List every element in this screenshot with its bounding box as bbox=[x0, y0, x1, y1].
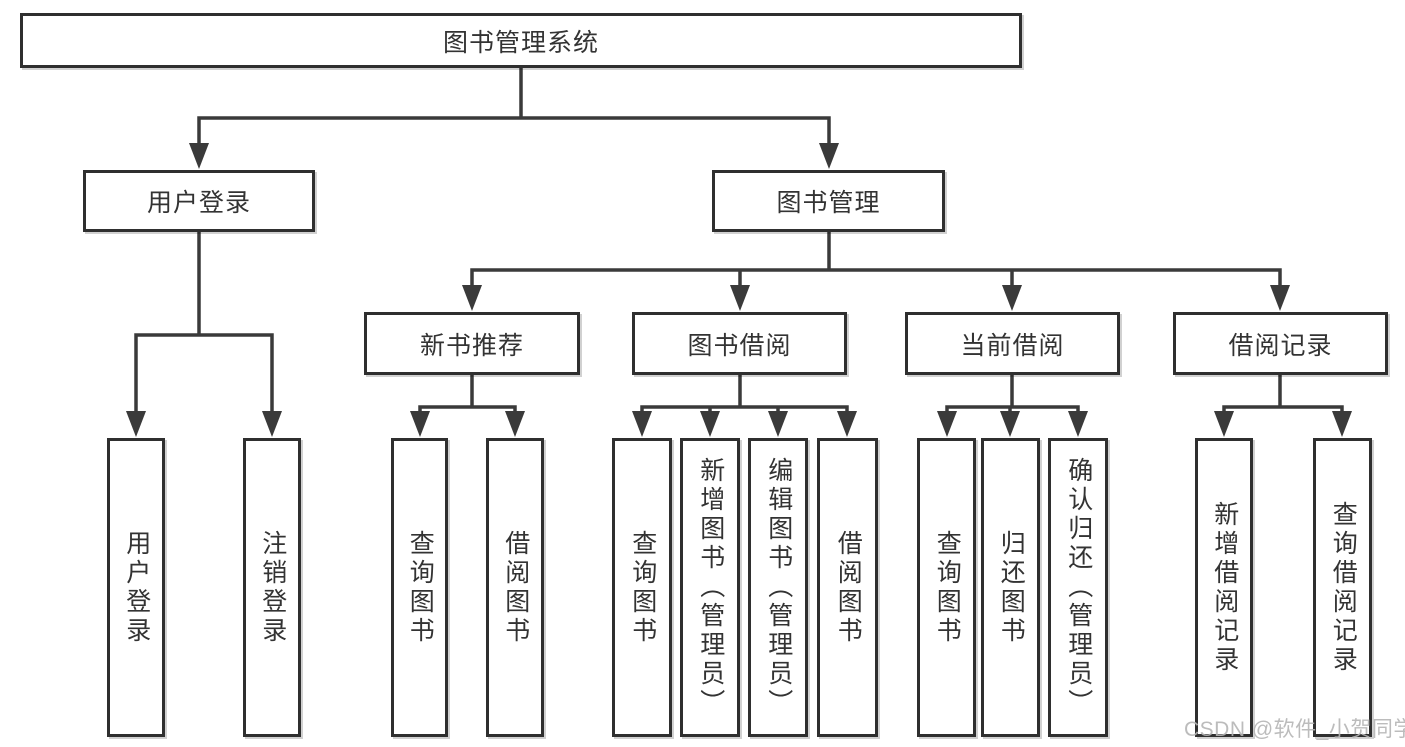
leaf-label: 确认归还（管理员） bbox=[1064, 457, 1093, 718]
node-borrow-records: 借阅记录 bbox=[1173, 312, 1388, 375]
leaf-add-book-admin: 新增图书（管理员） bbox=[680, 438, 740, 737]
node-label: 新书推荐 bbox=[419, 331, 524, 360]
leaf-label: 借阅图书 bbox=[501, 529, 530, 646]
leaf-confirm-return-admin: 确认归还（管理员） bbox=[1048, 438, 1108, 737]
node-user-login: 用户登录 bbox=[83, 170, 315, 232]
node-current-borrow: 当前借阅 bbox=[905, 312, 1120, 375]
leaf-label: 查询图书 bbox=[933, 529, 962, 646]
leaf-label: 新增图书（管理员） bbox=[696, 457, 725, 718]
leaf-borrow-book: 借阅图书 bbox=[817, 438, 878, 737]
node-label: 图书管理系统 bbox=[442, 28, 599, 57]
leaf-label: 查询借阅记录 bbox=[1329, 500, 1358, 675]
node-new-book-recommend: 新书推荐 bbox=[364, 312, 580, 375]
leaf-query-borrow-record: 查询借阅记录 bbox=[1313, 438, 1372, 737]
leaf-label: 用户登录 bbox=[122, 529, 151, 646]
watermark-text: CSDN @软件_小贺同学 bbox=[1184, 718, 1405, 741]
leaf-borrow-book-recommend: 借阅图书 bbox=[486, 438, 544, 737]
leaf-add-borrow-record: 新增借阅记录 bbox=[1195, 438, 1253, 737]
leaf-edit-book-admin: 编辑图书（管理员） bbox=[748, 438, 808, 737]
leaf-label: 新增借阅记录 bbox=[1210, 500, 1239, 675]
leaf-query-book-recommend: 查询图书 bbox=[391, 438, 448, 737]
node-label: 图书管理 bbox=[776, 189, 881, 217]
node-library-system: 图书管理系统 bbox=[20, 13, 1022, 68]
leaf-return-book: 归还图书 bbox=[981, 438, 1040, 737]
leaf-user-login: 用户登录 bbox=[107, 438, 165, 737]
node-label: 借阅记录 bbox=[1228, 331, 1333, 360]
node-label: 用户登录 bbox=[146, 189, 251, 217]
node-label: 图书借阅 bbox=[687, 331, 792, 360]
leaf-query-book-current: 查询图书 bbox=[917, 438, 976, 737]
node-book-borrow: 图书借阅 bbox=[632, 312, 847, 375]
leaf-logout: 注销登录 bbox=[243, 438, 301, 737]
leaf-query-book-borrow: 查询图书 bbox=[612, 438, 672, 737]
leaf-label: 查询图书 bbox=[406, 529, 435, 646]
node-book-management: 图书管理 bbox=[712, 170, 945, 232]
node-label: 当前借阅 bbox=[960, 331, 1065, 360]
leaf-label: 注销登录 bbox=[258, 529, 287, 646]
leaf-label: 编辑图书（管理员） bbox=[764, 457, 793, 718]
leaf-label: 借阅图书 bbox=[834, 529, 863, 646]
leaf-label: 归还图书 bbox=[997, 529, 1026, 646]
leaf-label: 查询图书 bbox=[628, 529, 657, 646]
